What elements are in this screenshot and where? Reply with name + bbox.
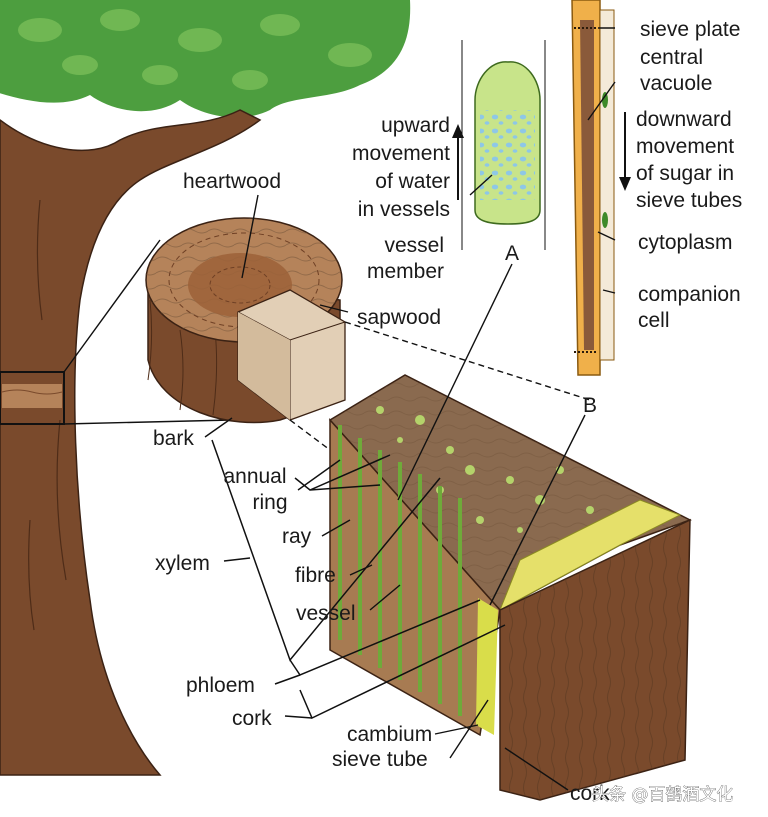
label-vessel-member-line1: vessel bbox=[384, 234, 444, 257]
label-vessel: vessel bbox=[296, 602, 356, 625]
label-ray: ray bbox=[282, 525, 312, 548]
label-bark: bark bbox=[153, 427, 194, 450]
label-fibre: fibre bbox=[295, 564, 336, 587]
tree-foliage bbox=[0, 0, 411, 118]
label-cork-bottom: cork bbox=[570, 782, 610, 805]
annual-ring-brace bbox=[294, 454, 391, 491]
label-companion-line2: cell bbox=[638, 309, 670, 332]
marker-b: B bbox=[583, 394, 597, 417]
tree-trunk bbox=[0, 109, 262, 776]
vessel-member-drawing bbox=[461, 40, 546, 250]
label-cambium: cambium bbox=[347, 723, 432, 746]
label-downward-line2: movement bbox=[636, 135, 734, 158]
cork-brace bbox=[284, 624, 506, 720]
label-annual-ring-line2: ring bbox=[252, 491, 287, 514]
marker-a: A bbox=[505, 242, 519, 265]
label-upward-line2: movement bbox=[352, 142, 450, 165]
downward-arrow bbox=[619, 112, 631, 191]
watermark: 头条 @百鹤酒文化 bbox=[592, 785, 733, 805]
label-phloem: phloem bbox=[186, 674, 255, 697]
label-companion-line1: companion bbox=[638, 283, 741, 306]
label-cork: cork bbox=[232, 707, 272, 730]
label-sapwood: sapwood bbox=[357, 306, 441, 329]
label-downward-line1: downward bbox=[636, 108, 732, 131]
trunk-cut-highlight bbox=[0, 371, 65, 425]
label-sieve-tube: sieve tube bbox=[332, 748, 428, 771]
sieve-tube-drawing bbox=[571, 0, 615, 376]
label-downward-line3: of sugar in bbox=[636, 162, 734, 185]
label-upward-line1: upward bbox=[381, 114, 450, 137]
label-heartwood: heartwood bbox=[183, 170, 281, 193]
upward-arrow bbox=[452, 124, 464, 200]
leader-lines bbox=[204, 27, 616, 791]
zoom-lines bbox=[63, 239, 233, 425]
phloem-brace bbox=[274, 599, 481, 685]
stump bbox=[145, 217, 346, 424]
label-annual-ring-line1: annual bbox=[223, 465, 286, 488]
labels: heartwood sapwood bark annual ring ray f… bbox=[153, 18, 742, 805]
label-central-vacuole-line1: central bbox=[640, 46, 703, 69]
label-downward-line4: sieve tubes bbox=[636, 189, 742, 212]
label-cytoplasm: cytoplasm bbox=[638, 231, 733, 254]
label-upward-line4: in vessels bbox=[358, 198, 450, 221]
label-central-vacuole-line2: vacuole bbox=[640, 72, 712, 95]
label-vessel-member-line2: member bbox=[367, 260, 444, 283]
wood-block bbox=[328, 374, 692, 801]
block-projection-lines bbox=[289, 321, 591, 451]
label-upward-line3: of water bbox=[375, 170, 450, 193]
label-sieve-plate: sieve plate bbox=[640, 18, 740, 41]
label-xylem: xylem bbox=[155, 552, 210, 575]
